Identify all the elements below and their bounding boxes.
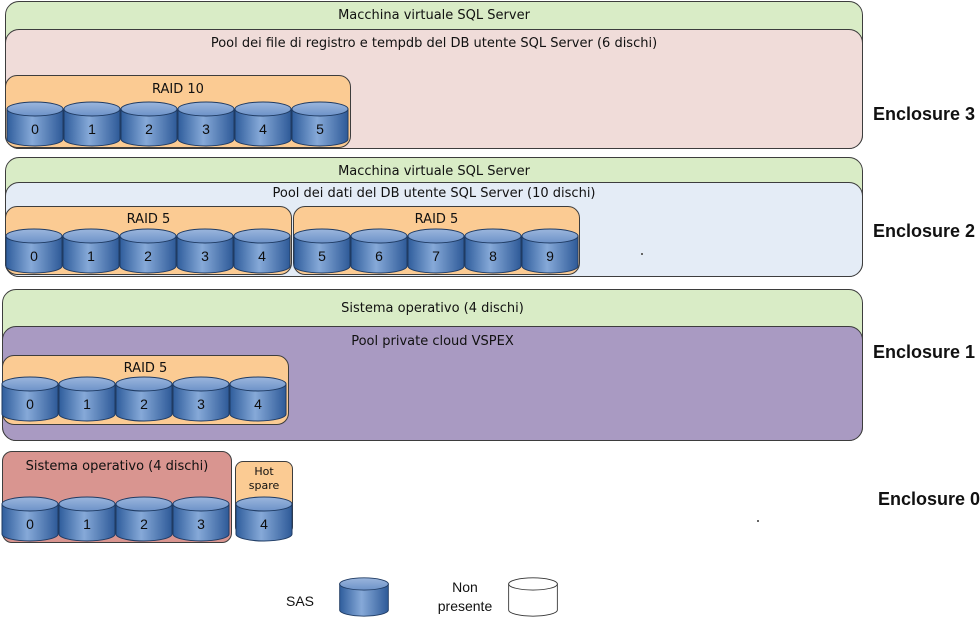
disk-number: 0 (30, 248, 38, 264)
disk-number: 3 (197, 516, 205, 532)
sas-disk: 8 (464, 228, 522, 274)
disk-number: 3 (202, 121, 210, 137)
sas-disk: 5 (293, 228, 351, 274)
enc3-vm-label: Macchina virtuale SQL Server (338, 8, 530, 23)
enc2-raid-b-label: RAID 5 (414, 212, 459, 227)
disk-number: 1 (88, 121, 96, 137)
disk-number: 3 (197, 396, 205, 412)
disk-number: 5 (318, 248, 326, 264)
sas-disk: 3 (176, 228, 234, 274)
enc3-pool-label: Pool dei file di registro e tempdb del D… (210, 36, 658, 51)
disk-number: 2 (140, 396, 148, 412)
disk-number: 2 (140, 516, 148, 532)
disk-number: 1 (83, 396, 91, 412)
enc1-pool-label: Pool private cloud VSPEX (351, 334, 514, 349)
disk-number: 9 (546, 248, 554, 264)
sas-disk: 9 (521, 228, 579, 274)
sas-disk: 7 (407, 228, 465, 274)
enc2-vm-label: Macchina virtuale SQL Server (338, 164, 530, 179)
enclosure-1-label: Enclosure 1 (873, 342, 976, 362)
enc2-pool-label: Pool dei dati del DB utente SQL Server (… (272, 186, 596, 201)
sas-disk: 3 (177, 101, 235, 147)
enc2-raid-a-label: RAID 5 (126, 212, 171, 227)
disk-number: 4 (259, 121, 267, 137)
sas-disk: 1 (62, 228, 120, 274)
disk-number: 4 (258, 248, 266, 264)
sas-disk: 1 (58, 496, 116, 542)
enc1-os-label: Sistema operativo (4 dischi) (341, 301, 524, 316)
disk-number: 6 (375, 248, 383, 264)
disk-number: 2 (145, 121, 153, 137)
hot-spare-disk: 4 (235, 496, 293, 542)
disk-number: 8 (489, 248, 497, 264)
disk-number: 4 (254, 396, 262, 412)
disk-number: 5 (316, 121, 324, 137)
sas-disk: 1 (58, 376, 116, 422)
disk-number: 7 (432, 248, 440, 264)
legend-absent-label-line1: Non (452, 579, 478, 595)
sas-disk: 2 (115, 496, 173, 542)
stray-dot-mark (641, 253, 643, 255)
sas-disk: 2 (119, 228, 177, 274)
legend-sas-label: SAS (286, 593, 315, 609)
sas-disk: 3 (172, 376, 230, 422)
enclosure-3-label: Enclosure 3 (873, 104, 976, 124)
stray-dot-mark (757, 520, 759, 522)
sas-disk: 4 (234, 101, 292, 147)
disk-number: 0 (31, 121, 39, 137)
enc0-os-label: Sistema operativo (4 dischi) (25, 459, 209, 474)
disk-number: 0 (26, 396, 34, 412)
legend-sas-disk-icon (335, 577, 393, 617)
disk-number: 2 (144, 248, 152, 264)
disk-number: 1 (83, 516, 91, 532)
enclosure-0-label: Enclosure 0 (878, 489, 980, 509)
hot-spare-label-line2: spare (248, 479, 280, 492)
sas-disk: 4 (233, 228, 291, 274)
enclosure-2-label: Enclosure 2 (873, 221, 976, 241)
disk-number: 0 (26, 516, 34, 532)
sas-disk: 6 (350, 228, 408, 274)
sas-disk: 4 (229, 376, 287, 422)
legend-absent-disk-icon (504, 577, 562, 617)
sas-disk: 3 (172, 496, 230, 542)
hot-spare-label-line1: Hot (254, 465, 274, 478)
disk-number: 1 (87, 248, 95, 264)
enc1-raid-label: RAID 5 (123, 361, 168, 376)
sas-disk: 0 (1, 496, 59, 542)
disk-number: 3 (201, 248, 209, 264)
disk-number: 4 (260, 516, 268, 532)
sas-disk: 0 (5, 228, 63, 274)
sas-disk: 2 (115, 376, 173, 422)
sas-disk: 0 (1, 376, 59, 422)
sas-disk: 1 (63, 101, 121, 147)
sas-disk: 2 (120, 101, 178, 147)
sas-disk: 5 (291, 101, 349, 147)
legend-absent-label-line2: presente (437, 598, 493, 614)
enc3-raid-label: RAID 10 (152, 82, 204, 97)
sas-disk: 0 (6, 101, 64, 147)
